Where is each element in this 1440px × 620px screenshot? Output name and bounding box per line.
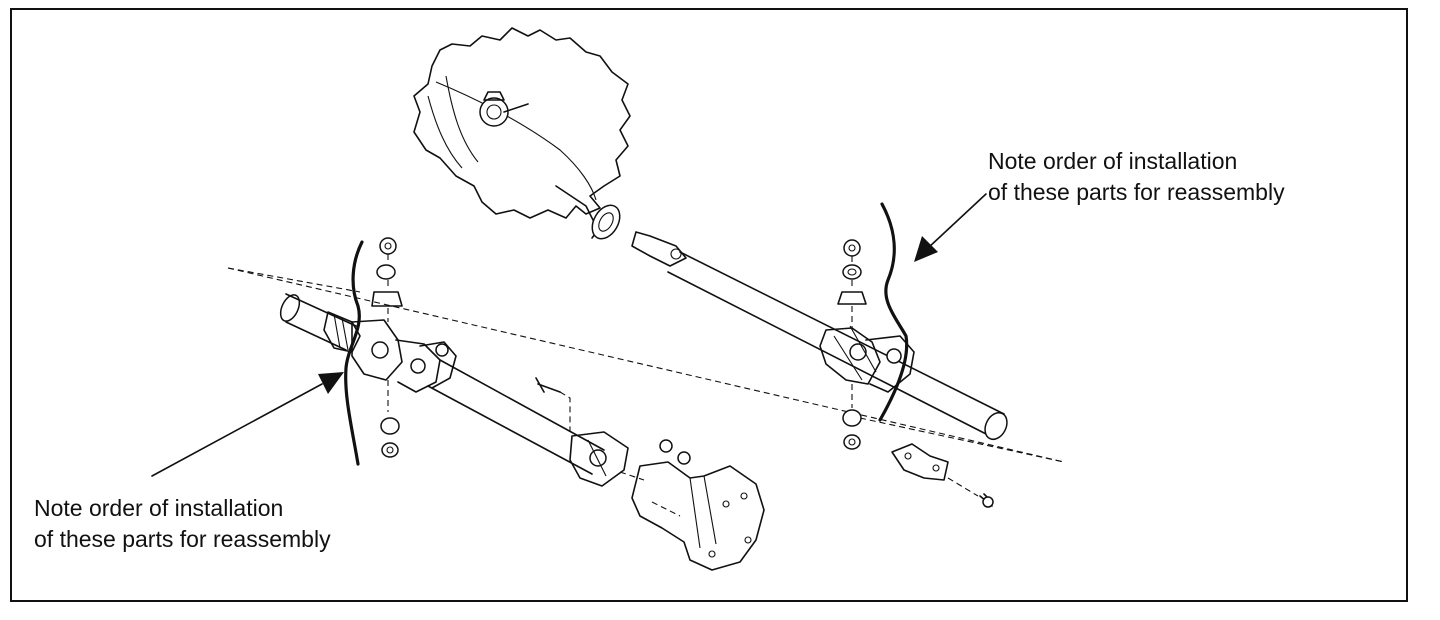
- rear-differential: [619, 461, 765, 571]
- callout-right-line2: of these parts for reassembly: [988, 179, 1285, 205]
- centerline-right: [859, 417, 1065, 463]
- callout-right-line1: Note order of installation: [988, 148, 1238, 174]
- front-driveshaft: [631, 202, 1008, 450]
- strap-and-bolt: [891, 443, 994, 508]
- centerline-upper: [227, 267, 1065, 463]
- rear-driveshaft: [279, 237, 691, 487]
- callout-left-line1: Note order of installation: [34, 495, 284, 521]
- centerline-left: [227, 267, 361, 293]
- callout-arrow-right: [914, 193, 987, 262]
- callout-note-right: Note order of installation of these part…: [988, 146, 1285, 208]
- transmission-housing: [413, 27, 631, 240]
- callout-left-line2: of these parts for reassembly: [34, 526, 331, 552]
- callout-note-left: Note order of installation of these part…: [34, 493, 331, 555]
- callout-arrow-left: [151, 372, 344, 477]
